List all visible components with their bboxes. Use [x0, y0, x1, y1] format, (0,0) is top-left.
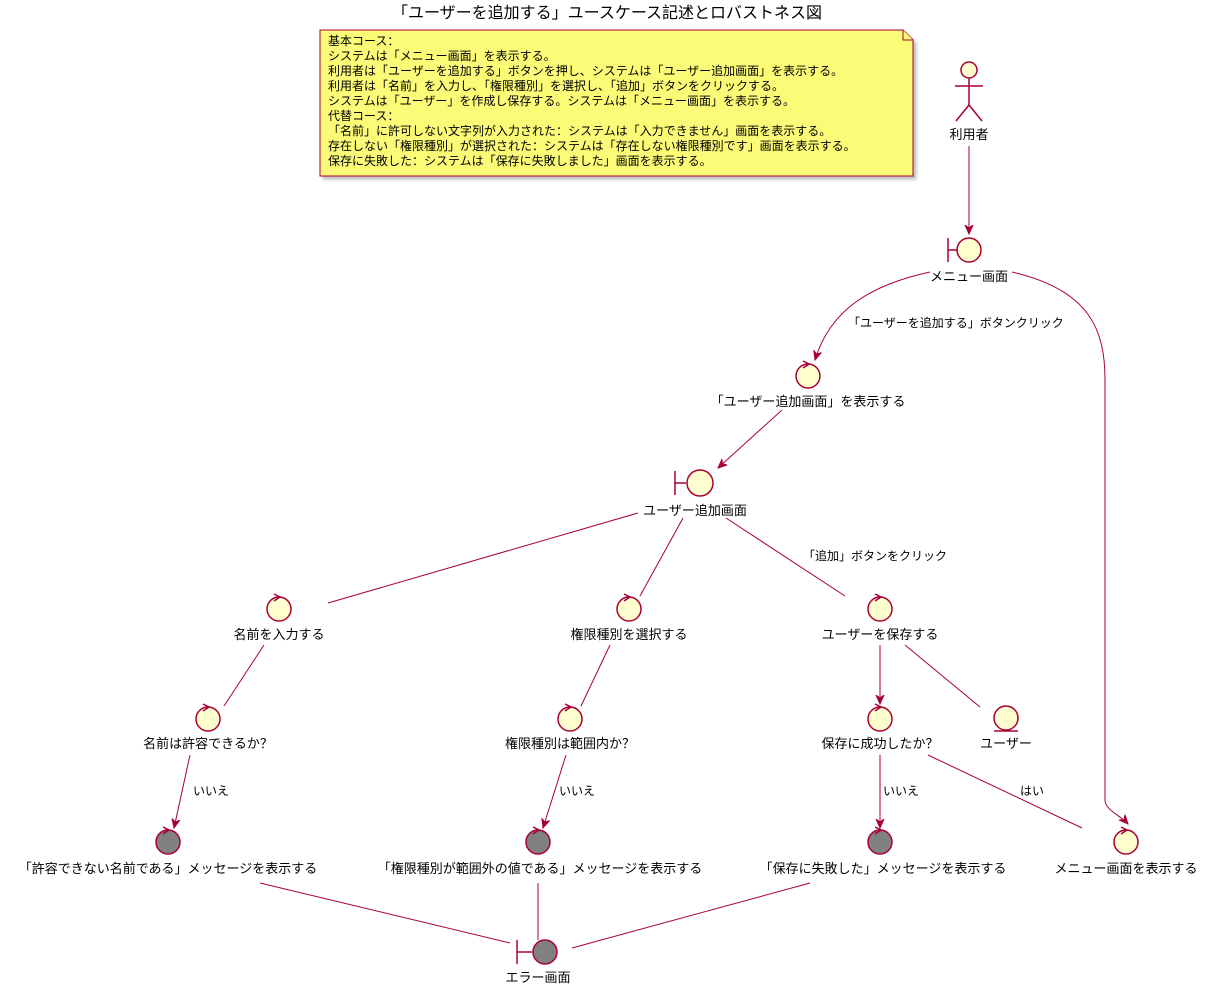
- control-icon: [616, 593, 642, 622]
- node-label: エラー画面: [505, 971, 570, 986]
- show-add-screen-node: 「ユーザー追加画面」を表示する: [711, 360, 906, 410]
- edge-name-check: [223, 644, 265, 707]
- role-error-message-node: 「権限種別が範囲外の値である」メッセージを表示する: [378, 826, 703, 877]
- node-label: 名前は許容できるか？: [143, 736, 273, 752]
- edge-label: いいえ: [883, 784, 919, 798]
- role-check-node: 権限種別は範囲内か？: [505, 703, 635, 752]
- edge-name-error-screen: [259, 882, 511, 944]
- control-icon: [867, 703, 893, 732]
- edge-menu-show-add: [815, 271, 931, 360]
- entity-icon: [993, 705, 1019, 732]
- edge-role-error: [543, 754, 567, 828]
- control-icon: [867, 826, 893, 855]
- node-label: メニュー画面を表示する: [1054, 862, 1197, 877]
- node-label: 「保存に失敗した」メッセージを表示する: [760, 862, 1007, 877]
- note-line: システムは「メニュー画面」を表示する。: [328, 49, 556, 63]
- note-line: 代替コース：: [328, 109, 399, 123]
- add-screen-node: ユーザー追加画面: [643, 469, 747, 519]
- edge-label: いいえ: [193, 784, 229, 798]
- edge-name-error: [174, 754, 191, 828]
- save-user-node: ユーザーを保存する: [822, 593, 939, 643]
- edge-save-ok-menu: [927, 754, 1083, 829]
- node-label: 保存に成功したか？: [821, 737, 938, 752]
- control-icon: [155, 826, 181, 855]
- boundary-icon: [674, 469, 714, 497]
- boundary-icon: [516, 939, 558, 965]
- node-label: メニュー画面: [930, 270, 1008, 285]
- select-role-node: 権限種別を選択する: [570, 593, 688, 643]
- diagram-title: 「ユーザーを追加する」ユースケース記述とロバストネス図: [392, 3, 822, 22]
- edge-label: いいえ: [559, 784, 595, 798]
- edge-role-check: [580, 644, 611, 707]
- edge-save-error-screen: [571, 882, 811, 949]
- node-label: 名前を入力する: [233, 627, 324, 643]
- user-entity-node: ユーザー: [980, 705, 1032, 752]
- node-label: ユーザーを保存する: [822, 628, 939, 643]
- node-label: ユーザー: [980, 737, 1032, 752]
- boundary-icon: [947, 237, 982, 263]
- note-line: 「名前」に許可しない文字列が入力された：システムは「入力できません」画面を表示す…: [328, 123, 831, 138]
- edge-menu-show-menu: [1011, 271, 1128, 824]
- note-line: 保存に失敗した：システムは「保存に失敗しました」画面を表示する。: [328, 153, 712, 168]
- note-line: 存在しない「権限種別」が選択された：システムは「存在しない権限種別です」画面を表…: [328, 138, 856, 153]
- note-line: 利用者は「ユーザーを追加する」ボタンを押し、システムは「ユーザー追加画面」を表示…: [328, 63, 843, 78]
- show-menu-node: メニュー画面を表示する: [1054, 826, 1198, 877]
- edge-save-entity: [904, 644, 981, 708]
- note-line: 基本コース：: [328, 34, 399, 48]
- edge-add-save: [725, 517, 846, 597]
- actor-icon: [955, 61, 983, 122]
- control-icon: [195, 703, 221, 732]
- edges: [174, 146, 1128, 949]
- name-error-message-node: 「許容できない名前である」メッセージを表示する: [19, 826, 318, 877]
- node-label: 権限種別は範囲内か？: [505, 736, 635, 752]
- node-label: 「許容できない名前である」メッセージを表示する: [19, 861, 318, 877]
- edge-label: 「ユーザーを追加する」ボタンクリック: [848, 315, 1064, 330]
- edge-label: 「追加」ボタンをクリック: [803, 548, 947, 563]
- control-icon: [557, 703, 583, 732]
- node-label: 「権限種別が範囲外の値である」メッセージを表示する: [378, 861, 703, 877]
- node-label: 利用者: [949, 128, 988, 143]
- edge-add-name: [327, 512, 639, 604]
- note-line: 利用者は「名前」を入力し、「権限種別」を選択し、「追加」ボタンをクリックする。: [328, 78, 784, 93]
- control-icon: [525, 826, 551, 855]
- actor-node: 利用者: [949, 61, 989, 143]
- save-error-message-node: 「保存に失敗した」メッセージを表示する: [760, 826, 1007, 877]
- name-check-node: 名前は許容できるか？: [143, 703, 273, 752]
- node-label: 権限種別を選択する: [570, 627, 687, 643]
- control-icon: [867, 593, 893, 622]
- save-check-node: 保存に成功したか？: [821, 703, 939, 752]
- menu-screen-node: メニュー画面: [930, 237, 1008, 285]
- node-label: 「ユーザー追加画面」を表示する: [711, 394, 906, 410]
- node-label: ユーザー追加画面: [643, 503, 747, 519]
- edge-label: はい: [1020, 784, 1044, 798]
- control-icon: [1113, 826, 1139, 855]
- use-case-note: 基本コース： システムは「メニュー画面」を表示する。 利用者は「ユーザーを追加す…: [319, 29, 914, 177]
- enter-name-node: 名前を入力する: [233, 593, 325, 643]
- edge-add-role: [639, 517, 684, 597]
- control-icon: [266, 593, 292, 622]
- control-icon: [795, 360, 821, 389]
- note-line: システムは「ユーザー」を作成し保存する。システムは「メニュー画面」を表示する。: [328, 94, 795, 108]
- edge-show-add-screen: [718, 409, 783, 468]
- error-screen-node: エラー画面: [505, 939, 571, 986]
